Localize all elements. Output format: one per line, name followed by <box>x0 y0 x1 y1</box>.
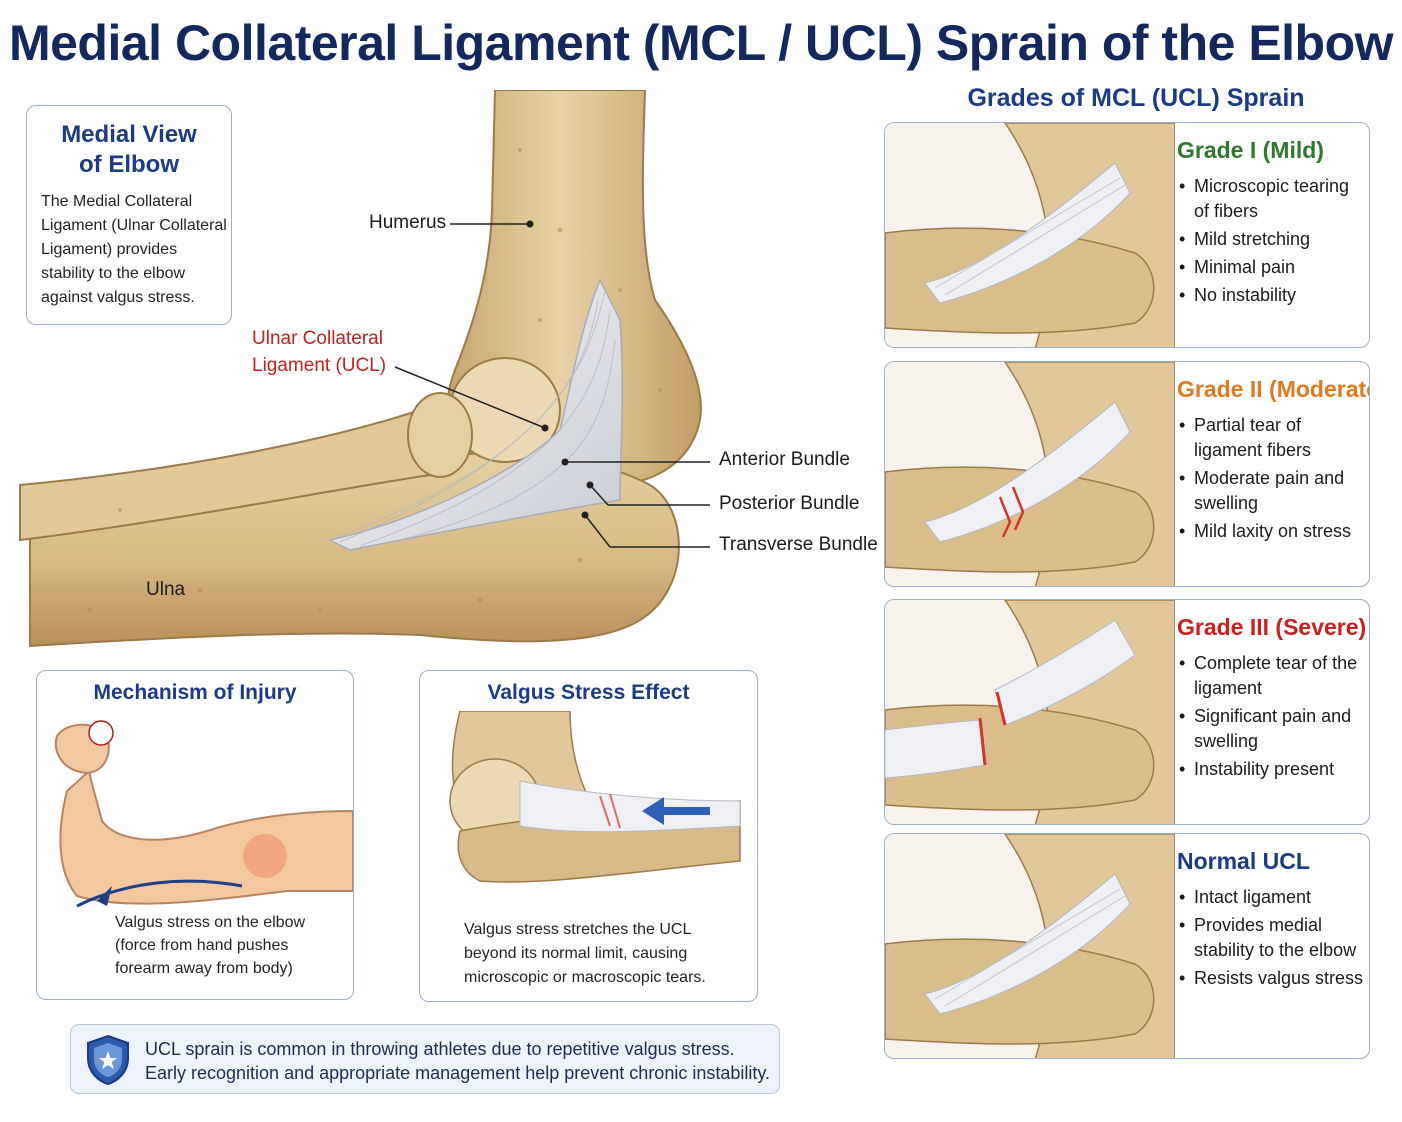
footer-line2: Early recognition and appropriate manage… <box>145 1063 771 1083</box>
arm-illustration <box>54 720 353 908</box>
medial-view-title-line1: Medial View <box>61 121 197 148</box>
normal-ucl-illustration <box>885 834 1175 1058</box>
grade-3-illustration <box>885 600 1175 824</box>
mechanism-caption-line1: Valgus stress on the elbow <box>115 914 306 931</box>
grade-3-bullet-1: Complete tear of the ligament <box>1177 651 1367 701</box>
mechanism-panel: Mechanism of Injury Valgus stress on the… <box>36 670 354 1000</box>
grade-1-bullet-3: Minimal pain <box>1177 255 1367 280</box>
grade-3-heading: Grade III (Severe) <box>1177 614 1367 640</box>
medial-view-desc-line1: The Medial Collateral <box>41 193 193 210</box>
leader-dots <box>526 220 594 519</box>
transverse-bundle-label: Transverse Bundle <box>719 534 878 555</box>
grade-1-bullet-4: No instability <box>1177 283 1367 308</box>
ulna-label: Ulna <box>146 579 186 600</box>
grade-2-bullet-3: Mild laxity on stress <box>1177 519 1367 544</box>
footer-line1: UCL sprain is common in throwing athlete… <box>145 1039 735 1059</box>
valgus-caption-line2: beyond its normal limit, causing <box>464 945 688 962</box>
grade-2-bullet-1: Partial tear of ligament fibers <box>1177 413 1367 463</box>
medial-view-desc-line3: Ligament) provides <box>41 241 178 258</box>
mechanism-title: Mechanism of Injury <box>93 681 297 704</box>
anterior-bundle-label: Anterior Bundle <box>719 449 850 470</box>
grade-2-heading: Grade II (Moderate) <box>1177 376 1370 402</box>
valgus-caption-line3: microscopic or macroscopic tears. <box>464 969 706 986</box>
grade-2-illustration <box>885 362 1175 586</box>
valgus-title: Valgus Stress Effect <box>487 681 690 704</box>
valgus-caption-line1: Valgus stress stretches the UCL <box>464 921 692 938</box>
mechanism-caption-line2: (force from hand pushes <box>115 937 289 954</box>
page-title: Medial Collateral Ligament (MCL / UCL) S… <box>8 15 1394 71</box>
grade-3-bullet-3: Instability present <box>1177 757 1367 782</box>
grade-card-2: Grade II (Moderate) Partial tear of liga… <box>884 361 1370 587</box>
humerus-label: Humerus <box>369 212 447 233</box>
elbow-anatomy-svg <box>19 90 710 648</box>
medial-view-title-line2: of Elbow <box>79 151 179 178</box>
ucl-label-line1: Ulnar Collateral <box>252 328 383 349</box>
footer-note: UCL sprain is common in throwing athlete… <box>70 1024 780 1094</box>
normal-ucl-heading: Normal UCL <box>1177 848 1310 874</box>
leader-lines <box>394 223 710 548</box>
grade-1-illustration <box>885 123 1175 347</box>
grade-1-heading: Grade I (Mild) <box>1177 137 1324 163</box>
medial-view-desc-line2: Ligament (Ulnar Collateral <box>41 217 227 234</box>
shield-icon <box>87 1034 129 1086</box>
normal-ucl-bullet-2: Provides medial stability to the elbow <box>1177 913 1367 963</box>
grade-1-bullet-2: Mild stretching <box>1177 227 1367 252</box>
medial-view-desc-line5: against valgus stress. <box>41 289 195 306</box>
normal-ucl-bullet-3: Resists valgus stress <box>1177 966 1367 991</box>
grade-card-1: Grade I (Mild) Microscopic tearing of fi… <box>884 122 1370 348</box>
medial-view-desc-line4: stability to the elbow <box>41 265 186 282</box>
grades-title: Grades of MCL (UCL) Sprain <box>967 84 1305 112</box>
grade-3-bullet-2: Significant pain and swelling <box>1177 704 1367 754</box>
grade-card-3: Grade III (Severe) Complete tear of the … <box>884 599 1370 825</box>
grade-2-bullet-2: Moderate pain and swelling <box>1177 466 1367 516</box>
ligament-fibers <box>334 289 616 547</box>
valgus-illustration <box>449 711 741 883</box>
elbow-anatomy-illustration: Humerus Ulnar Collateral Ligament (UCL) … <box>0 90 880 660</box>
ucl-ligament <box>327 278 623 551</box>
posterior-bundle-label: Posterior Bundle <box>719 493 860 514</box>
grade-1-bullet-1: Microscopic tearing of fibers <box>1177 174 1367 224</box>
radial-head <box>407 392 473 478</box>
valgus-panel: Valgus Stress Effect Valgus stress stret… <box>419 670 758 1002</box>
medial-view-box: Medial View of Elbow The Medial Collater… <box>26 105 232 325</box>
grade-card-normal: Normal UCL Intact ligament Provides medi… <box>884 833 1370 1059</box>
mechanism-caption-line3: forearm away from body) <box>115 960 293 977</box>
normal-ucl-bullet-1: Intact ligament <box>1177 885 1367 910</box>
ucl-label-line2: Ligament (UCL) <box>252 355 387 376</box>
